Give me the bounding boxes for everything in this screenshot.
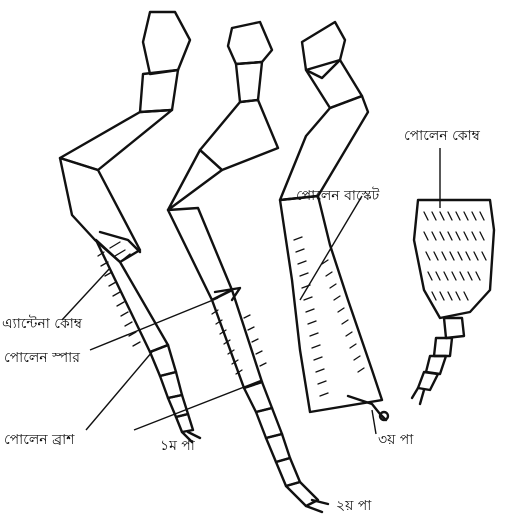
label-pollen-brush: পোলেন ব্রাশ	[4, 432, 74, 448]
label-leg-2: ২য় পা	[336, 498, 371, 514]
leader-antenna-comb	[62, 268, 110, 320]
leader-pollen-brush-a	[86, 352, 152, 430]
pollen-comb-detail	[412, 200, 494, 404]
leader-lines	[62, 148, 440, 434]
leader-leg-3	[372, 410, 376, 434]
leader-pollen-basket	[300, 196, 362, 300]
label-leg-3: ৩য় পা	[378, 432, 413, 448]
label-pollen-comb: পোলেন কোম্ব	[404, 128, 480, 144]
label-pollen-spur: পোলেন স্পার	[4, 350, 80, 366]
label-pollen-basket: পোলেন বাস্কেট	[296, 188, 379, 204]
leader-pollen-spur	[90, 298, 218, 350]
label-antenna-comb: এ্যান্টেনা কোম্ব	[2, 316, 82, 332]
label-leg-1: ১ম পা	[160, 438, 195, 454]
third-leg	[280, 22, 388, 420]
leader-pollen-brush-b	[134, 380, 262, 430]
